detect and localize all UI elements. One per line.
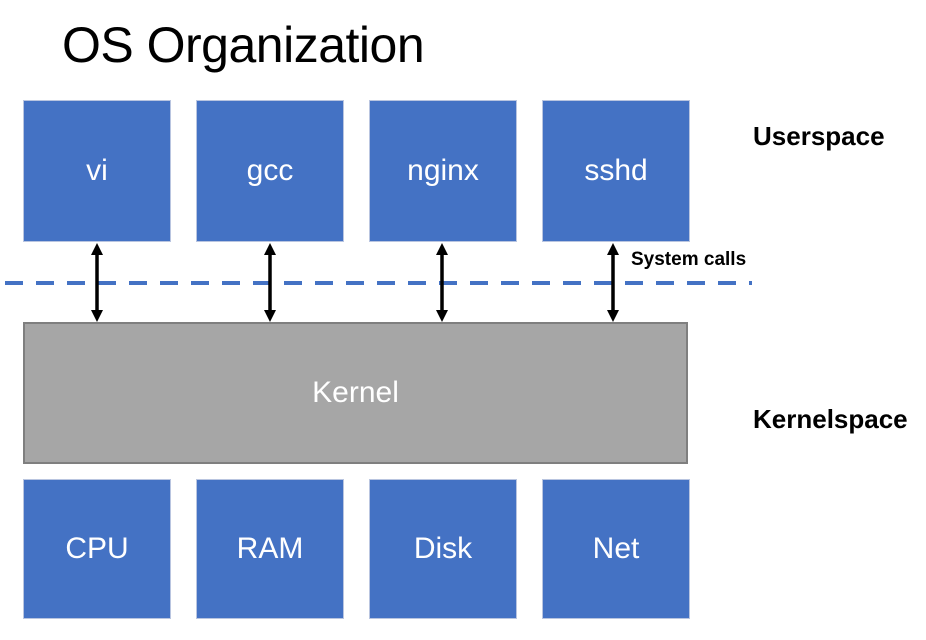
- app-box-label: nginx: [407, 154, 479, 187]
- system-calls-label: System calls: [631, 249, 747, 270]
- syscall-double-arrow-icon: [91, 243, 103, 322]
- userspace-app-box-nginx: nginx: [369, 100, 517, 242]
- hw-box-label: Disk: [413, 532, 473, 565]
- kernelspace-region-label: Kernelspace: [753, 404, 908, 434]
- app-box-label: vi: [86, 154, 108, 187]
- app-box-label: sshd: [584, 154, 648, 187]
- userspace-app-box-sshd: sshd: [542, 100, 690, 242]
- hw-box-label: Net: [592, 532, 640, 565]
- kernel-box: Kernel: [23, 322, 688, 464]
- syscall-double-arrow-icon: [264, 243, 276, 322]
- hardware-box-disk: Disk: [369, 479, 517, 619]
- userspace-app-box-gcc: gcc: [196, 100, 344, 242]
- syscall-double-arrow-icon: [436, 243, 448, 322]
- hardware-box-cpu: CPU: [23, 479, 171, 619]
- hardware-box-net: Net: [542, 479, 690, 619]
- hw-box-label: RAM: [236, 532, 304, 565]
- kernel-box-label: Kernel: [312, 376, 399, 409]
- userspace-app-box-vi: vi: [23, 100, 171, 242]
- slide-title: OS Organization: [62, 17, 425, 73]
- app-box-label: gcc: [246, 154, 294, 187]
- userspace-region-label: Userspace: [753, 121, 885, 151]
- syscall-double-arrow-icon: [607, 243, 619, 322]
- hardware-box-ram: RAM: [196, 479, 344, 619]
- hw-box-label: CPU: [65, 532, 129, 565]
